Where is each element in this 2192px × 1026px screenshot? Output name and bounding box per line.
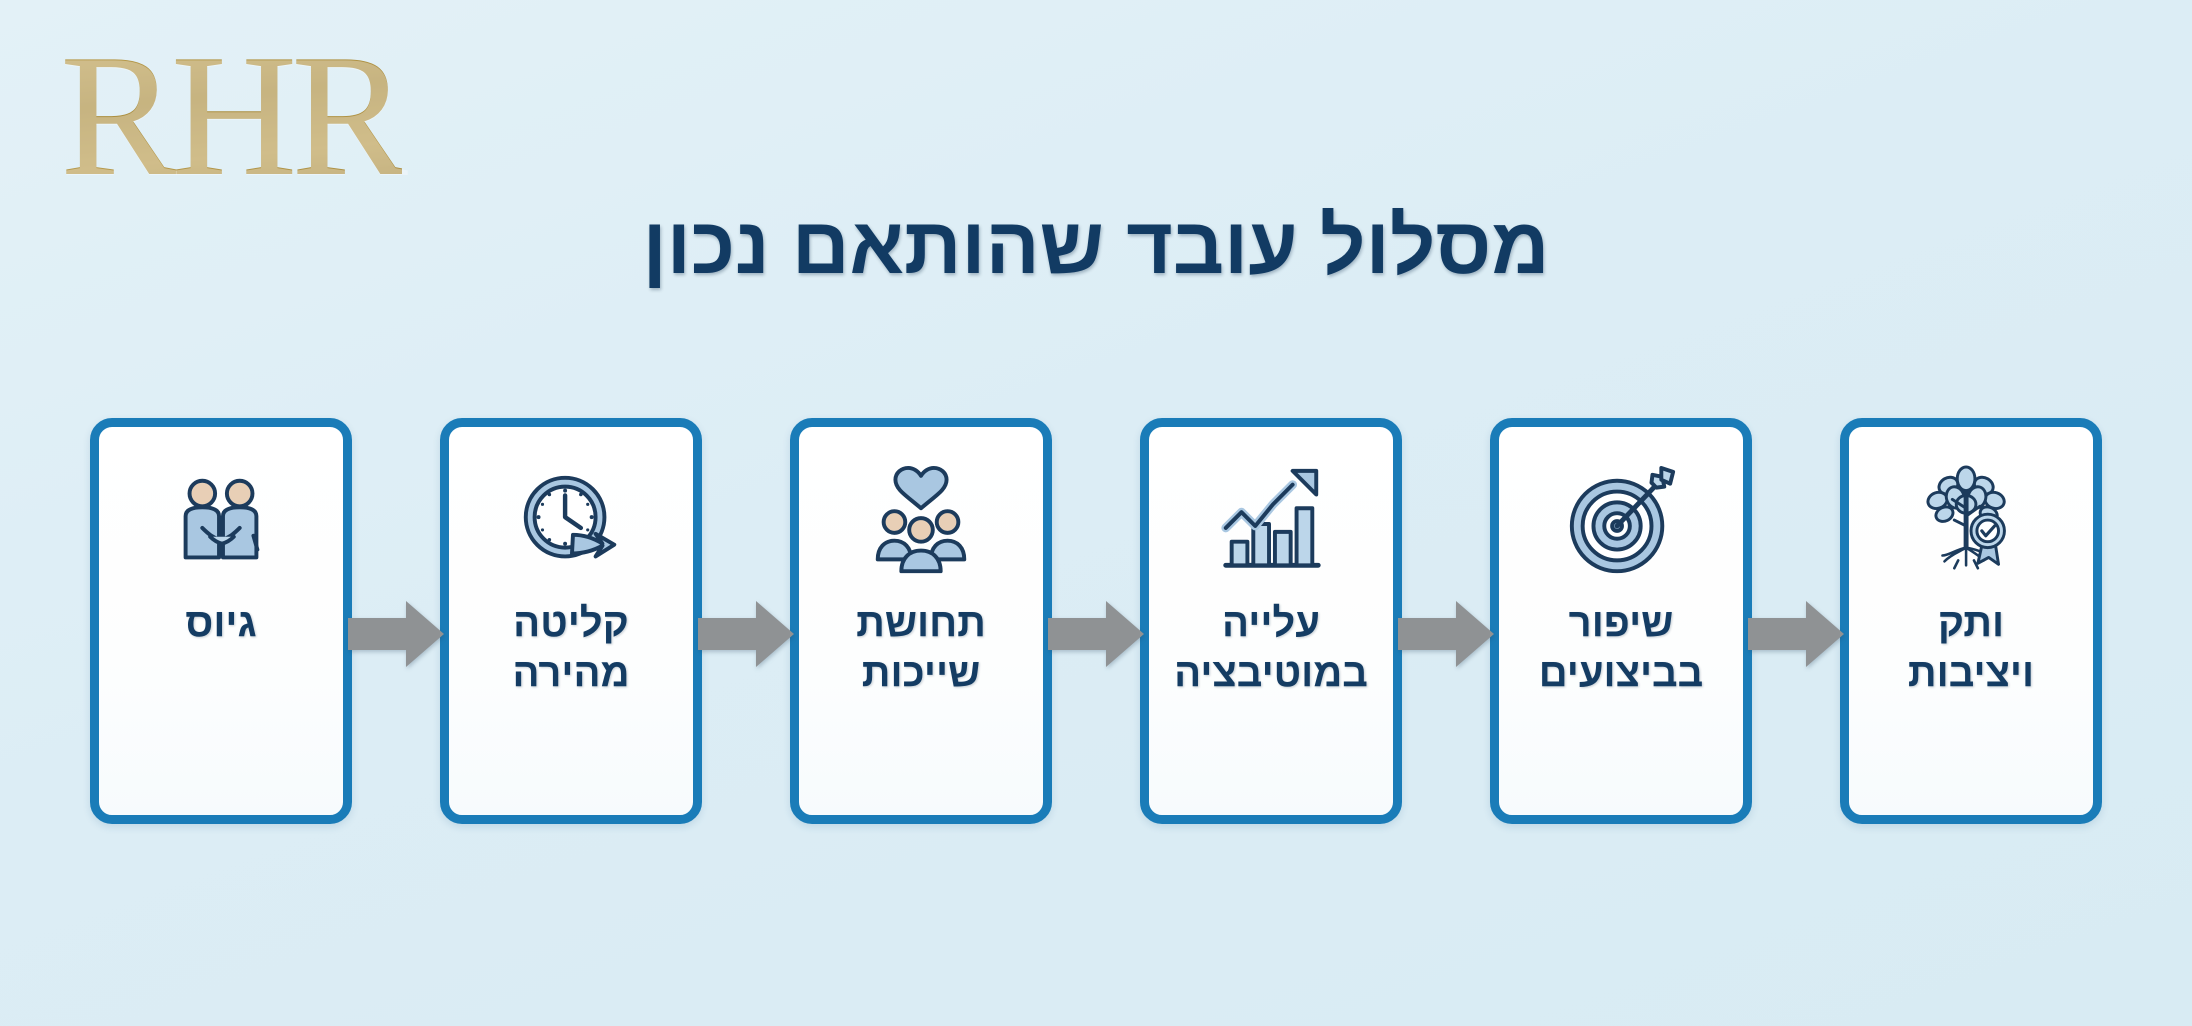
tree-award-icon xyxy=(1912,465,2030,583)
journey-step-card-recruitment[interactable]: גיוס xyxy=(90,418,352,824)
employee-journey-flow: גיוס קליטה מהירה תחושת שייכות עלייה במוטיבצ… xyxy=(0,418,2192,824)
journey-step-label-fast-onboarding: קליטה מהירה xyxy=(504,599,637,698)
journey-step-card-motivation[interactable]: עלייה במוטיבציה xyxy=(1140,418,1402,824)
label-line: שיפור xyxy=(1568,601,1674,645)
right-arrow-icon xyxy=(1048,598,1144,670)
label-line: במוטיבציה xyxy=(1174,650,1368,695)
journey-step-card-retention[interactable]: ותק ויציבות xyxy=(1840,418,2102,824)
logo-wordmark: RHR xyxy=(60,18,408,212)
growth-chart-icon xyxy=(1212,465,1330,583)
right-arrow-icon xyxy=(348,598,444,670)
page-title: מסלול עובד שהותאם נכון xyxy=(642,201,1550,290)
right-arrow-icon xyxy=(698,598,794,670)
label-line: קליטה xyxy=(513,601,629,645)
label-line: עלייה xyxy=(1222,601,1320,645)
journey-step-label-performance: שיפור בביצועים xyxy=(1531,599,1712,698)
journey-step-label-retention: ותק ויציבות xyxy=(1900,599,2042,698)
clock-arrow-icon xyxy=(512,465,630,583)
journey-step-card-performance[interactable]: שיפור בביצועים xyxy=(1490,418,1752,824)
rhr-logo: RHR xyxy=(42,18,408,212)
journey-step-card-fast-onboarding[interactable]: קליטה מהירה xyxy=(440,418,702,824)
label-line: תחושת xyxy=(856,601,986,645)
right-arrow-icon xyxy=(1748,598,1844,670)
journey-step-label-recruitment: גיוס xyxy=(177,599,264,649)
label-line: ויציבות xyxy=(1907,650,2035,695)
handshake-icon xyxy=(162,465,280,583)
heart-people-icon xyxy=(862,465,980,583)
label-line: גיוס xyxy=(185,601,257,645)
journey-step-label-motivation: עלייה במוטיבציה xyxy=(1166,599,1376,698)
journey-step-label-belonging: תחושת שייכות xyxy=(848,599,994,698)
journey-step-card-belonging[interactable]: תחושת שייכות xyxy=(790,418,1052,824)
target-arrow-icon xyxy=(1562,465,1680,583)
label-line: בביצועים xyxy=(1538,650,1704,695)
right-arrow-icon xyxy=(1398,598,1494,670)
label-line: מהירה xyxy=(512,650,630,695)
label-line: שייכות xyxy=(861,650,981,695)
label-line: ותק xyxy=(1937,601,2005,645)
